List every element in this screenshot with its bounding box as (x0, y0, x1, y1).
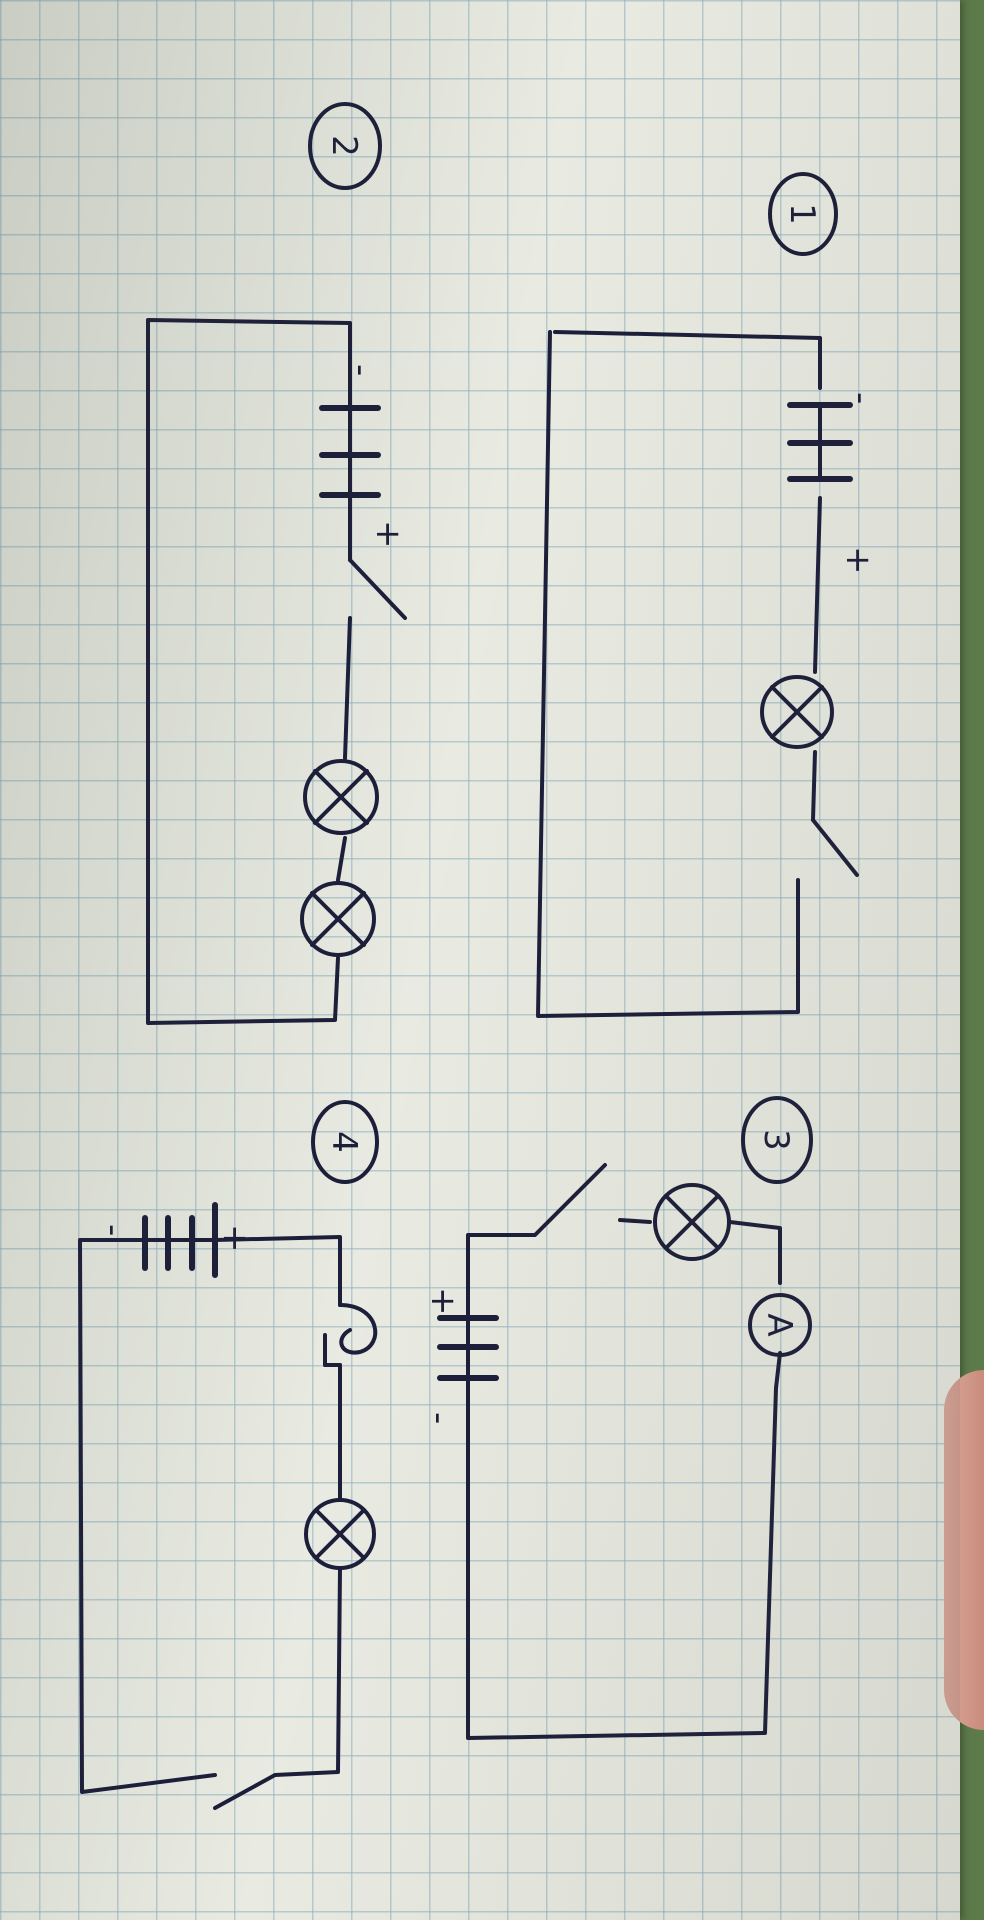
circuit-1-switch (811, 818, 859, 877)
circuit-3-ammeter: A (748, 1293, 812, 1357)
circuit-1-battery: - + (787, 392, 881, 575)
circuit-3-wire-frame (466, 1163, 782, 1740)
circuit-4-lamp (304, 1498, 376, 1570)
circuit-3-number: 3 (741, 1096, 813, 1184)
circuit-4-minus: - (93, 1224, 133, 1236)
circuit-1-number: 1 (768, 172, 838, 256)
circuit-2-number-label: 2 (324, 135, 364, 157)
circuit-2-lamp-1 (303, 759, 379, 835)
circuit-1-wire-frame (536, 330, 822, 1018)
circuit-3-lamp (653, 1183, 731, 1261)
circuit-2-wire-frame (146, 318, 352, 1025)
circuit-4-component (323, 1303, 378, 1367)
circuit-1-lamp (760, 675, 834, 749)
circuit-3-number-label: 3 (756, 1129, 796, 1151)
circuit-2: 2 - + (146, 102, 408, 1025)
circuit-sketches: 1 - + 2 - + (78, 102, 881, 1810)
circuit-2-plus: + (368, 520, 408, 549)
circuit-1: 1 - + (536, 172, 881, 1018)
circuit-2-lamp-2 (300, 881, 376, 957)
circuit-4-number: 4 (311, 1100, 379, 1184)
finger (944, 1370, 984, 1730)
circuit-3-ammeter-label: A (759, 1313, 799, 1336)
circuit-1-plus: + (838, 546, 878, 575)
circuit-2-switch (348, 558, 407, 620)
circuit-3-minus: - (419, 1412, 459, 1424)
circuit-3-plus: + (423, 1287, 463, 1316)
circuit-4-wire-frame (78, 1235, 342, 1810)
circuit-4-number-label: 4 (324, 1131, 364, 1153)
circuit-3: 3 + - A (419, 1096, 813, 1740)
circuit-2-battery: - + (319, 364, 408, 549)
circuit-4-plus: + (215, 1224, 255, 1253)
circuit-4: 4 - + (78, 1100, 379, 1810)
circuit-3-battery: + - (419, 1287, 499, 1424)
circuit-2-number: 2 (308, 102, 382, 190)
circuit-2-minus: - (341, 364, 381, 376)
circuit-1-number-label: 1 (782, 203, 822, 225)
circuit-4-battery: - + (93, 1202, 255, 1278)
circuit-1-minus: - (841, 392, 881, 404)
